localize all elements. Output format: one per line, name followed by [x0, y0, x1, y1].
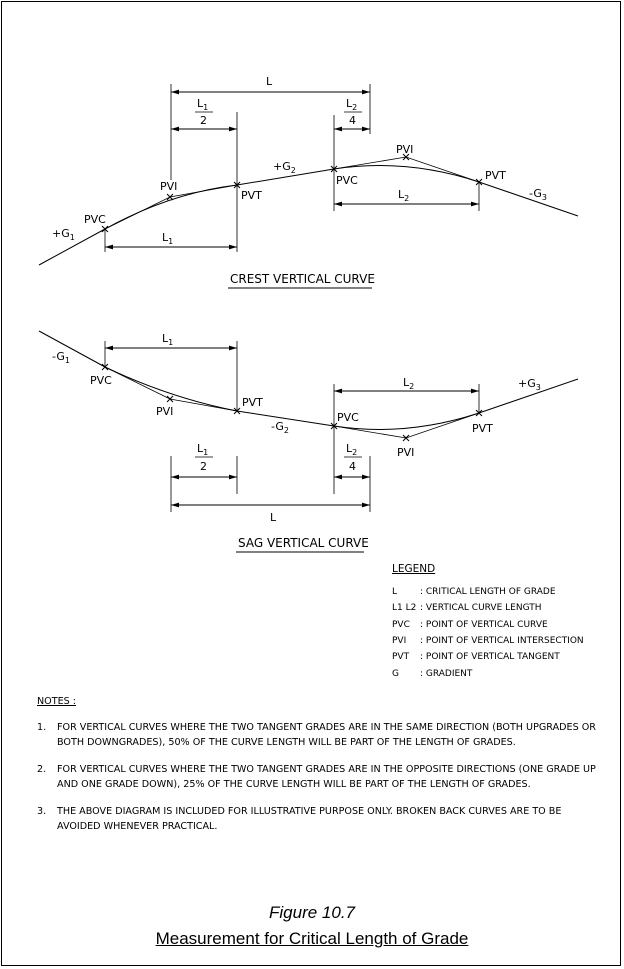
legend-desc: : POINT OF VERTICAL INTERSECTION [420, 636, 584, 647]
legend-row: PVT : POINT OF VERTICAL TANGENT [392, 649, 612, 665]
legend: LEGEND L : CRITICAL LENGTH OF GRADE L1 L2… [392, 563, 612, 682]
sag-pvi1-label: PVI [156, 405, 173, 418]
crest-curve-2 [333, 165, 480, 183]
note-item: 2. FOR VERTICAL CURVES WHERE THE TWO TANG… [37, 763, 597, 792]
sag-pvt1-label: PVT [242, 396, 263, 409]
sag-L-label: L [270, 511, 277, 524]
legend-desc: : GRADIENT [420, 668, 473, 679]
legend-row: L1 L2: VERTICAL CURVE LENGTH [392, 600, 612, 616]
figure-title-wrap: Measurement for Critical Length of Grade [0, 929, 624, 949]
crest-grade-g3-line [478, 181, 579, 217]
legend-title: LEGEND [392, 563, 436, 575]
legend-row: G : GRADIENT [392, 665, 612, 681]
sag-curve-2 [333, 412, 480, 430]
notes: NOTES : 1. FOR VERTICAL CURVES WHERE THE … [37, 696, 597, 847]
sag-L2-label: L2 [403, 376, 414, 391]
crest-L-label: L [266, 75, 273, 88]
crest-pvi2-label: PVI [396, 143, 413, 156]
crest-diagram [38, 84, 579, 289]
sag-L1-label: L1 [162, 332, 173, 347]
note-number: 3. [37, 806, 47, 817]
crest-ext-lines [104, 84, 480, 252]
crest-g3-label: -G3 [529, 187, 547, 202]
sag-curve-1 [104, 366, 238, 412]
legend-key: L [392, 587, 398, 598]
crest-g2-label: +G2 [273, 160, 296, 175]
crest-pvi1-label: PVI [160, 180, 177, 193]
sag-L2-quarter-den: 4 [349, 460, 356, 473]
crest-labels: L L1 2 L2 4 PVI PVT PVC PVC PVI PVT +G1 … [52, 75, 547, 286]
figure-title: Measurement for Critical Length of Grade [155, 929, 469, 948]
sag-grade-g1-line [38, 330, 106, 368]
legend-desc: : POINT OF VERTICAL TANGENT [420, 652, 560, 663]
crest-L1-label: L1 [162, 231, 173, 246]
sag-pvi2-label: PVI [397, 446, 414, 459]
crest-pvt2-label: PVT [485, 169, 506, 182]
legend-desc: : POINT OF VERTICAL CURVE [420, 619, 548, 630]
note-text: FOR VERTICAL CURVES WHERE THE TWO TANGEN… [57, 764, 596, 790]
legend-desc: : CRITICAL LENGTH OF GRADE [420, 587, 556, 598]
sag-pvc1-label: PVC [90, 374, 112, 387]
crest-grade-g2-line [236, 168, 335, 186]
legend-desc: : VERTICAL CURVE LENGTH [420, 603, 542, 614]
sag-ext-lines [104, 341, 480, 512]
legend-row: PVC : POINT OF VERTICAL CURVE [392, 617, 612, 633]
sag-title: SAG VERTICAL CURVE [238, 536, 369, 550]
crest-curve-1 [104, 184, 238, 230]
sag-labels: L1 -G1 PVC PVI PVT -G2 PVC PVI PVT L2 +G… [52, 332, 541, 550]
note-number: 1. [37, 722, 47, 733]
legend-key: PVT [392, 652, 410, 663]
legend-key: PVI [392, 636, 407, 647]
sag-L1-half-num: L1 [197, 442, 208, 457]
crest-pvc1-label: PVC [84, 213, 106, 226]
sag-g3-label: +G3 [518, 377, 541, 392]
sag-point-markers [101, 363, 483, 442]
sag-grade-g3-line [478, 378, 579, 414]
sag-pvc2-label: PVC [337, 411, 359, 424]
crest-L1-half-den: 2 [200, 114, 207, 127]
crest-grade-g1-line [38, 228, 106, 266]
notes-title: NOTES : [37, 696, 77, 707]
crest-L1-half-num: L1 [197, 97, 208, 112]
figure-number: Figure 10.7 [269, 903, 355, 922]
crest-pvt1-label: PVT [241, 189, 262, 202]
note-text: THE ABOVE DIAGRAM IS INCLUDED FOR ILLUST… [57, 806, 562, 832]
legend-row: L : CRITICAL LENGTH OF GRADE [392, 584, 612, 600]
note-item: 3. THE ABOVE DIAGRAM IS INCLUDED FOR ILLU… [37, 805, 597, 834]
crest-pvc2-label: PVC [336, 174, 358, 187]
sag-L2-quarter-num: L2 [346, 442, 357, 457]
note-text: FOR VERTICAL CURVES WHERE THE TWO TANGEN… [57, 722, 596, 748]
legend-row: PVI : POINT OF VERTICAL INTERSECTION [392, 633, 612, 649]
legend-key: PVC [392, 619, 410, 630]
crest-g1-label: +G1 [52, 227, 75, 242]
note-item: 1. FOR VERTICAL CURVES WHERE THE TWO TANG… [37, 721, 597, 750]
crest-L2-label: L2 [398, 188, 409, 203]
sag-diagram [38, 330, 579, 553]
sag-L1-half-den: 2 [200, 460, 207, 473]
crest-L2-quarter-num: L2 [346, 97, 357, 112]
sag-grade-g2-line [236, 410, 335, 427]
sag-pvt2-label: PVT [472, 422, 493, 435]
note-number: 2. [37, 764, 47, 775]
legend-key: G [392, 668, 399, 679]
sag-g2-label: -G2 [271, 420, 289, 435]
crest-title: CREST VERTICAL CURVE [230, 272, 375, 286]
legend-key: L1 L2 [392, 603, 417, 614]
crest-L2-quarter-den: 4 [349, 114, 356, 127]
sag-g1-label: -G1 [52, 350, 70, 365]
